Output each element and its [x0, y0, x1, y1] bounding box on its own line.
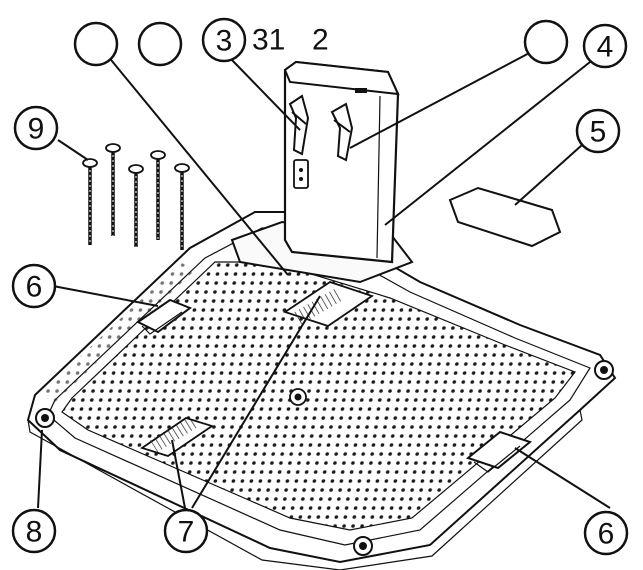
callout-5-label: 5 [590, 116, 607, 149]
callout-empty-3 [523, 19, 569, 65]
side-clip-right [465, 430, 533, 473]
boundary-connector [448, 186, 562, 248]
header-number-2: 2 [312, 24, 329, 57]
callout-4-label: 4 [597, 31, 614, 64]
callout-6-right-label: 6 [598, 518, 615, 551]
fixing-hole-right [594, 360, 614, 380]
callout-7-left-label: 7 [178, 516, 195, 549]
fixing-hole-left [35, 408, 55, 428]
callout-empty-1 [73, 21, 119, 67]
callout-6-left: 6 [11, 263, 57, 309]
leader-lines [37, 49, 611, 509]
screws [82, 143, 190, 250]
callout-5: 5 [575, 108, 621, 154]
screw [82, 158, 98, 245]
header-number-31: 31 [252, 24, 285, 57]
callout-7-left: 7 [163, 508, 209, 554]
callout-empty-2 [137, 21, 183, 67]
callout-3-label: 3 [216, 25, 233, 58]
callout-9-label: 9 [28, 113, 45, 146]
callout-9: 9 [13, 105, 59, 151]
screw [174, 163, 190, 250]
callout-6-right: 6 [583, 510, 629, 556]
baseplate [26, 211, 617, 570]
callout-8-label: 8 [26, 516, 43, 549]
charging-contact-rear [282, 281, 375, 327]
charging-contact-front [139, 414, 215, 457]
charging-plate-right [330, 102, 354, 162]
callout-4: 4 [582, 23, 628, 69]
side-clip-left [136, 298, 193, 335]
charging-tower [230, 60, 414, 284]
fixing-hole-bottom [353, 536, 373, 556]
callout-3: 3 [201, 17, 247, 63]
charging-plate-left [288, 94, 310, 156]
callout-8: 8 [11, 508, 57, 554]
screw [150, 150, 166, 240]
screw [105, 143, 121, 236]
callout-6-left-label: 6 [26, 271, 43, 304]
screw [128, 164, 144, 247]
